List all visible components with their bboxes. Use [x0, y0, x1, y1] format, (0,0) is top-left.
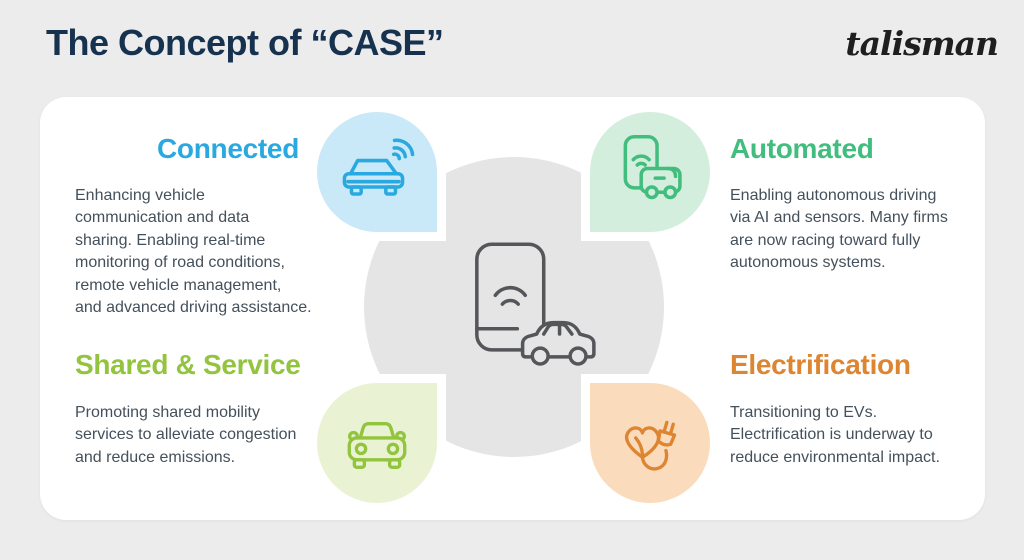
car-front-icon	[347, 422, 407, 470]
text-line: and reduce emissions.	[75, 448, 236, 466]
text-line: remote vehicle management,	[75, 276, 282, 294]
electrification-description: Transitioning to EVs. Electrification is…	[730, 402, 940, 469]
text-line: are now racing toward fully	[730, 231, 921, 249]
text-line: sharing. Enabling real-time	[75, 231, 266, 249]
text-line: Transitioning to EVs.	[730, 404, 878, 421]
text-line: via AI and sensors. Many firms	[730, 209, 948, 227]
text-line: communication and data	[75, 209, 250, 227]
connected-heading: Connected	[157, 133, 299, 164]
leaf-plug-icon	[624, 420, 677, 471]
text-line: Enhancing vehicle	[75, 187, 205, 204]
smartphone-car-icon	[475, 242, 596, 366]
shared-description: Promoting shared mobility services to al…	[75, 402, 296, 469]
case-diagram-card: Connected Enhancing vehicle communicatio…	[40, 97, 985, 520]
text-line: Promoting shared mobility	[75, 404, 260, 421]
automated-description: Enabling autonomous driving via AI and s…	[730, 185, 948, 275]
text-line: autonomous systems.	[730, 254, 886, 272]
smartphone-bus-icon	[623, 135, 682, 200]
shared-heading: Shared & Service	[75, 349, 301, 380]
text-line: Electrification is underway to	[730, 426, 933, 444]
text-line: and advanced driving assistance.	[75, 299, 312, 317]
text-line: Enabling autonomous driving	[730, 187, 937, 204]
automated-bubble	[590, 112, 710, 232]
electrification-bubble	[590, 383, 710, 503]
connected-description: Enhancing vehicle communication and data…	[75, 185, 312, 319]
connected-bubble	[317, 112, 437, 232]
car-wifi-icon	[342, 138, 415, 196]
electrification-heading: Electrification	[730, 349, 911, 380]
text-line: monitoring of road conditions,	[75, 254, 285, 272]
shared-bubble	[317, 383, 437, 503]
text-line: reduce environmental impact.	[730, 448, 940, 466]
page-title: The Concept of “CASE”	[46, 22, 444, 63]
automated-heading: Automated	[730, 133, 874, 164]
text-line: services to alleviate congestion	[75, 426, 297, 444]
talisman-logo: talisman	[845, 24, 999, 63]
